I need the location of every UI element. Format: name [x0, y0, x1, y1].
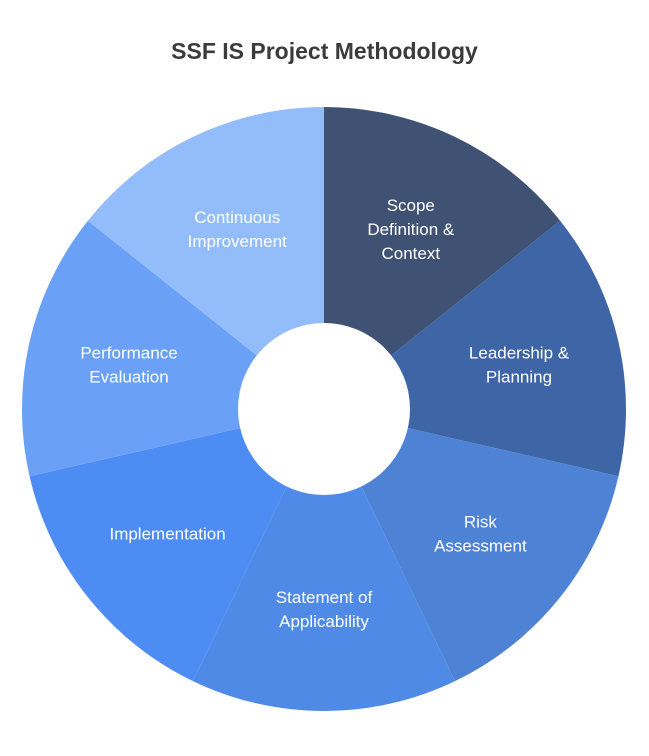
- segment-label-line: Performance: [80, 344, 177, 363]
- segment-5: [29, 409, 324, 682]
- segment-label-line: Scope: [387, 196, 435, 215]
- segment-label-line: Continuous: [194, 208, 280, 227]
- segment-label-line: Statement of: [276, 588, 373, 607]
- segment-label-4: Statement of Applicability: [276, 588, 373, 631]
- segment-label-line: Improvement: [188, 232, 287, 251]
- segment-label-2: Leadership & Planning: [469, 344, 570, 387]
- segment-1: [324, 107, 561, 409]
- segment-3: [324, 409, 619, 682]
- segment-label-5: Implementation: [109, 525, 225, 544]
- segment-label-line: Definition &: [367, 220, 455, 239]
- segment-label-line: Applicability: [279, 612, 369, 631]
- segment-label-line: Implementation: [109, 525, 225, 544]
- center-hole: [238, 323, 410, 495]
- segment-label-line: Planning: [486, 368, 552, 387]
- segment-label-line: Context: [382, 244, 441, 263]
- segment-7: [87, 107, 324, 409]
- segment-label-line: Risk: [464, 513, 498, 532]
- diagram-title: SSF IS Project Methodology: [171, 38, 478, 64]
- segment-4: [192, 409, 456, 711]
- segment-label-line: Assessment: [434, 537, 527, 556]
- segment-label-line: Evaluation: [89, 368, 168, 387]
- segment-label-line: Leadership &: [469, 344, 570, 363]
